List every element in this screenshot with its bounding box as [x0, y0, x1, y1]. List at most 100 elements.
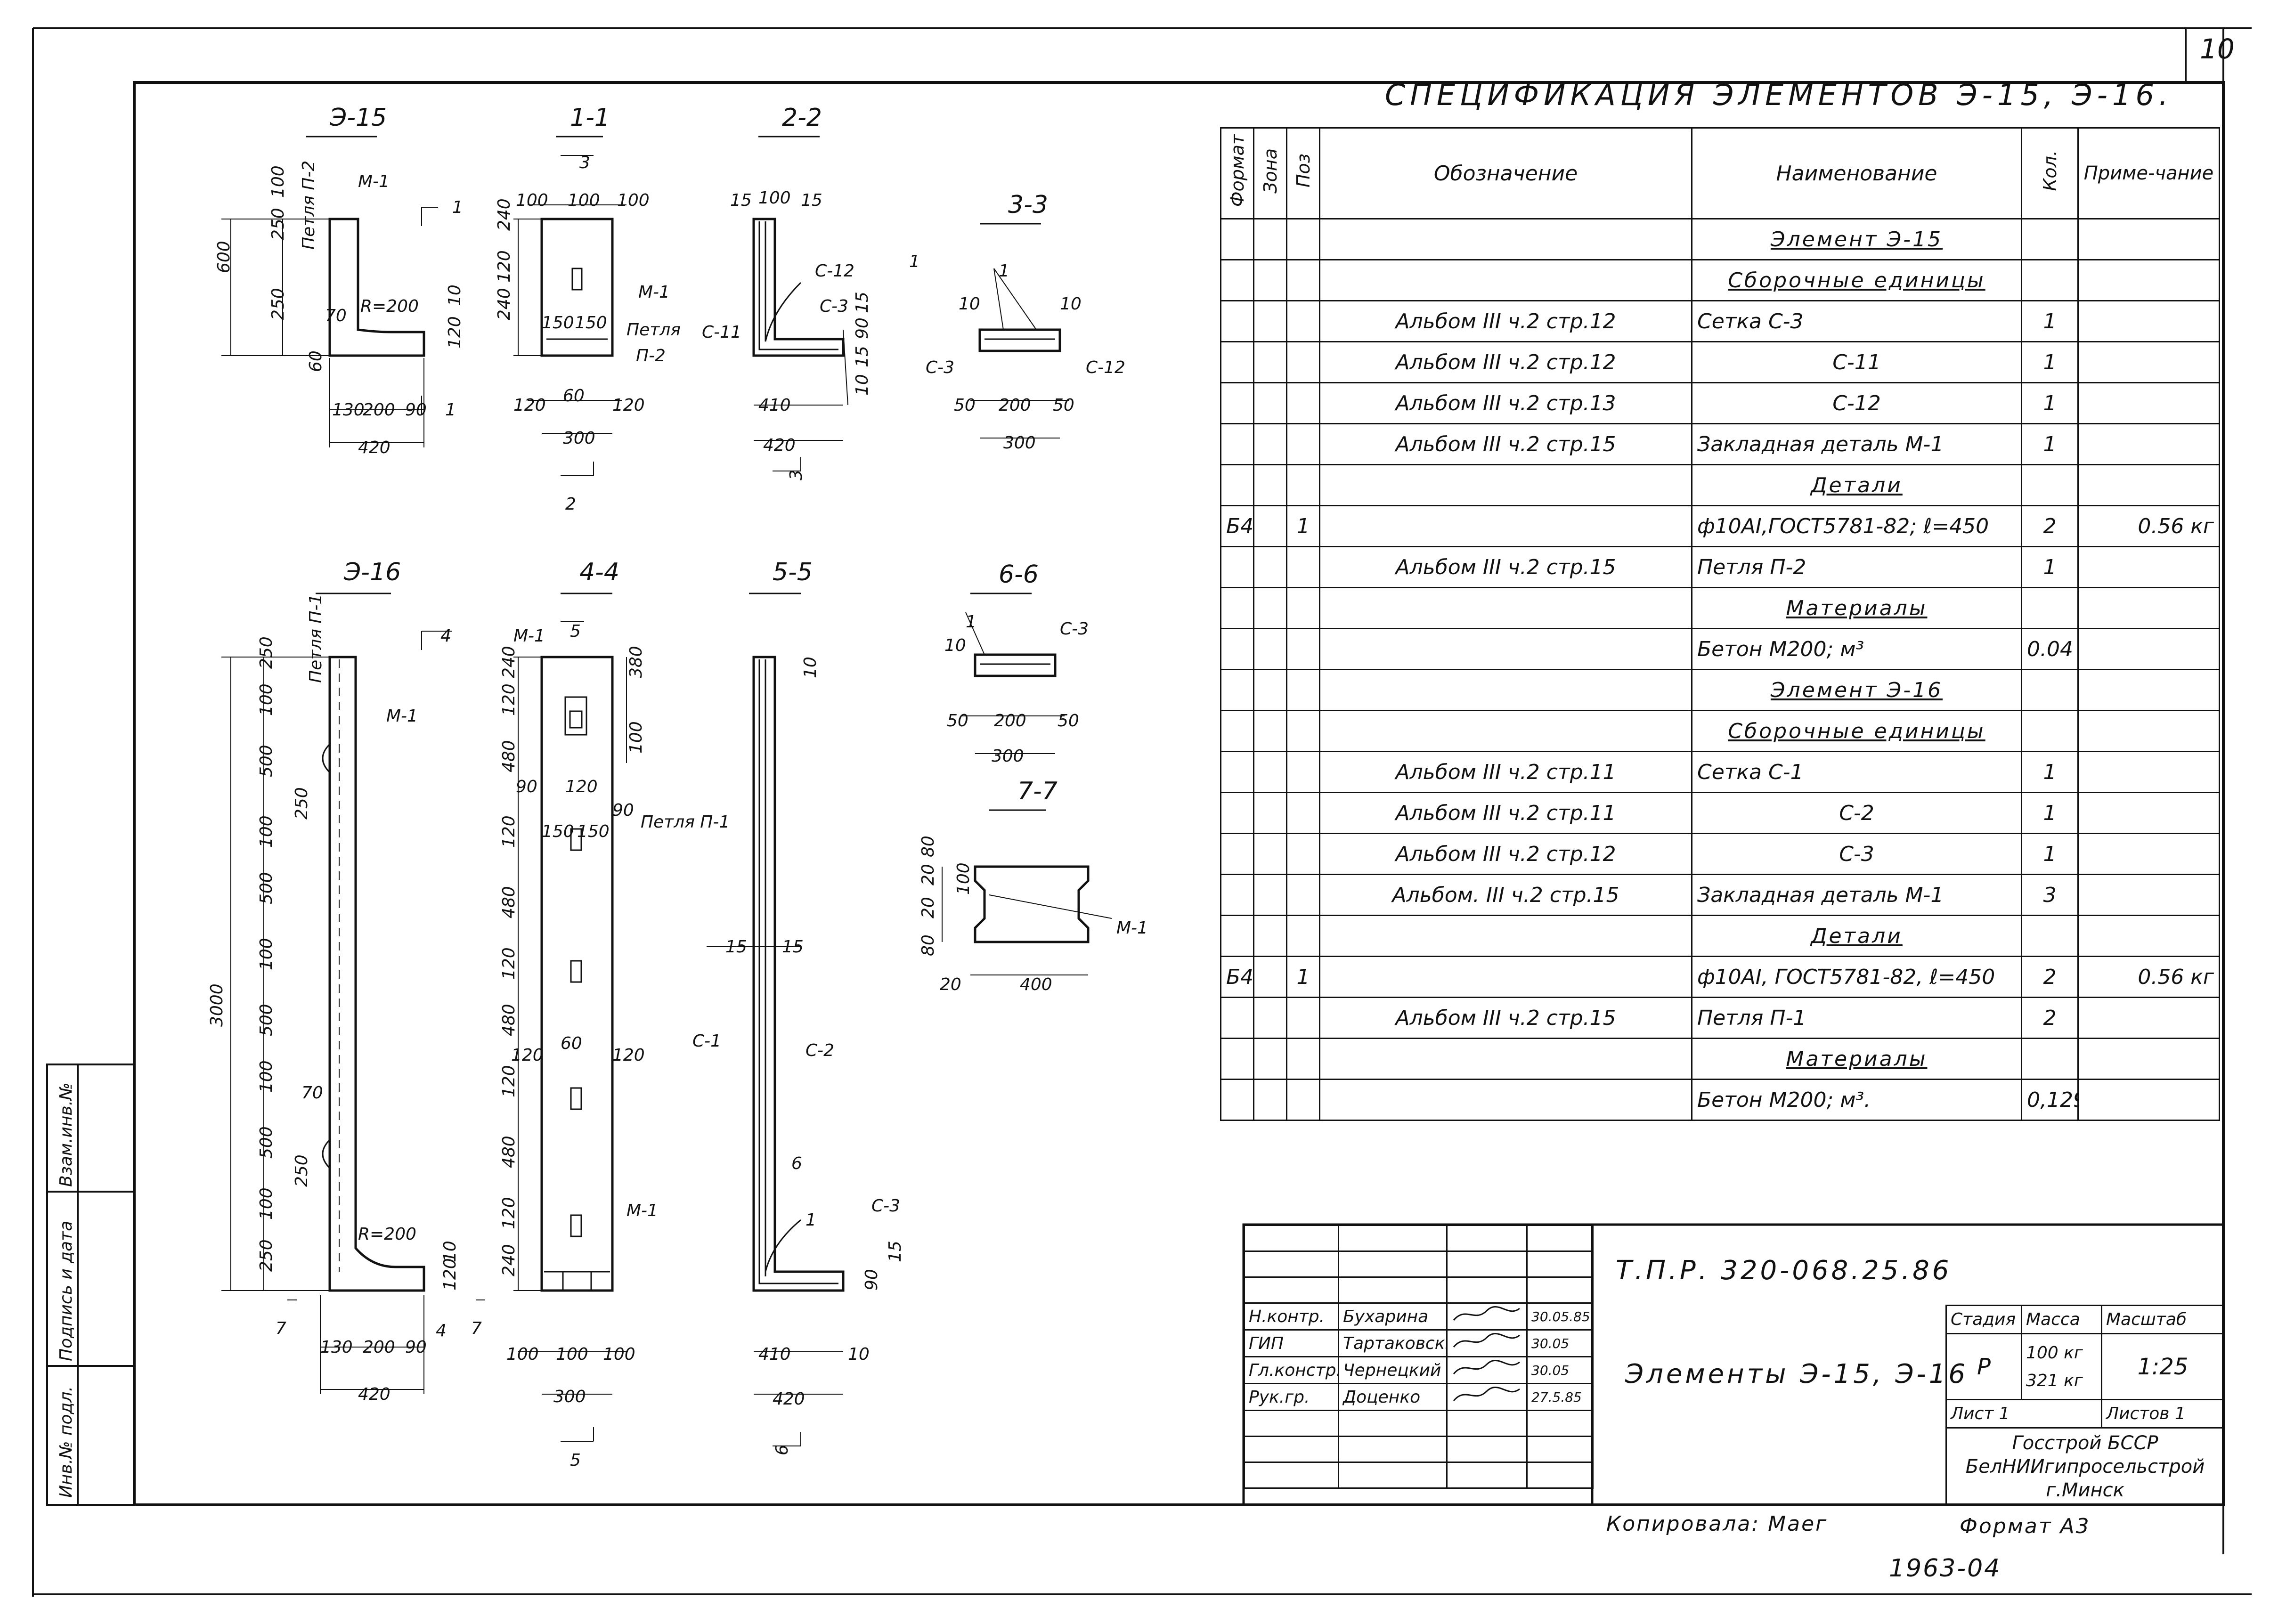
side-stamp-frame — [46, 1064, 135, 1506]
dimension-label: 70 — [325, 306, 347, 325]
spec-section-name: Сборочные единицы — [1691, 710, 2022, 752]
stamp-podpis: Подпись и дата — [57, 1220, 76, 1361]
spec-section-row: Материалы — [1220, 1038, 2220, 1080]
dimension-label: 150 — [577, 822, 610, 841]
spec-title: СПЕЦИФИКАЦИЯ ЭЛЕМЕНТОВ Э-15, Э-16. — [1385, 78, 2173, 112]
spec-format — [1220, 1079, 1254, 1121]
dimension-label: 80 — [919, 836, 938, 857]
org-line-1: Госстрой БССР — [2012, 1432, 2158, 1454]
spec-section-name: Материалы — [1691, 587, 2022, 629]
dimension-label: 100 — [556, 1345, 588, 1364]
dimension-label: 15 — [801, 191, 822, 210]
dimension-label: 60 — [306, 350, 325, 372]
dimension-label: 150 — [542, 822, 574, 841]
spec-designation: Альбом III ч.2 стр.12 — [1319, 341, 1692, 383]
spec-pos: 1 — [1286, 956, 1320, 998]
org-line-3: г.Минск — [2046, 1479, 2124, 1501]
spec-pos — [1286, 792, 1320, 834]
spec-note — [2077, 300, 2220, 342]
dimension-label: 480 — [499, 740, 519, 772]
dimension-label: 15 — [886, 1241, 905, 1262]
signature-mark — [1446, 1302, 1528, 1331]
dimension-label: 90 — [853, 317, 872, 339]
dimension-label: М-1 — [513, 626, 545, 646]
dimension-label: 7 — [471, 1319, 482, 1338]
spec-pos — [1286, 874, 1320, 916]
dimension-label: С-3 — [1060, 619, 1089, 639]
dimension-label: 250 — [257, 636, 276, 669]
dimension-label: 100 — [568, 191, 600, 210]
spec-format — [1220, 751, 1254, 793]
signature-name: Тартаковский — [1338, 1329, 1448, 1357]
spec-section-row: Сборочные единицы — [1220, 710, 2220, 752]
sheet-number: 10 — [2200, 33, 2235, 65]
dimension-label: 120 — [499, 1197, 519, 1229]
header-name: Наименование — [1691, 127, 2022, 219]
dimension-label: 100 — [257, 815, 276, 848]
dimension-label: С-1 — [692, 1031, 722, 1051]
dimension-label: 420 — [763, 436, 796, 455]
spec-note — [2077, 751, 2220, 793]
spec-section-row: Элемент Э-16 — [1220, 669, 2220, 711]
signature-row: ГИПТартаковский30.05 — [1244, 1329, 1594, 1357]
dimension-label: 120 — [499, 947, 519, 980]
dimension-label: 100 — [257, 1060, 276, 1093]
spec-format — [1220, 628, 1254, 670]
dimension-label: 6 — [791, 1154, 802, 1173]
dimension-label: С-2 — [805, 1041, 835, 1060]
dimension-label: 100 — [257, 683, 276, 716]
spec-qty: 1 — [2021, 751, 2079, 793]
spec-note — [2077, 382, 2220, 424]
dimension-label: 10 — [944, 636, 966, 655]
signature-date: 30.05.85 — [1526, 1302, 1594, 1331]
dimension-label: 300 — [553, 1387, 586, 1406]
dimension-label: 100 — [617, 191, 650, 210]
spec-format — [1220, 341, 1254, 383]
dimension-label: М-1 — [626, 1201, 658, 1220]
dimension-label: 3000 — [207, 983, 227, 1027]
spec-note — [2077, 1079, 2220, 1121]
copied-by: Копировала: Маег — [1606, 1512, 1828, 1536]
spec-format: Б4 — [1220, 505, 1254, 547]
dimension-label: 200 — [999, 396, 1031, 415]
dimension-label: 80 — [919, 934, 938, 956]
spec-format: Б4 — [1220, 956, 1254, 998]
spec-section-name: Элемент Э-16 — [1691, 669, 2022, 711]
section-2-2 — [752, 218, 848, 471]
dimension-label: 1 — [445, 400, 456, 420]
mass-value-2: 321 кг — [2026, 1371, 2083, 1390]
spec-designation: Альбом III ч.2 стр.12 — [1319, 833, 1692, 875]
view-title-s44: 4-4 — [579, 558, 619, 586]
dimension-label: 420 — [358, 1385, 391, 1404]
dimension-label: 240 — [499, 1244, 519, 1276]
spec-qty: 1 — [2021, 423, 2079, 465]
spec-designation — [1319, 956, 1692, 998]
dimension-label: 15 — [730, 191, 752, 210]
stamp-inv-podl: Инв.№ подл. — [57, 1386, 76, 1498]
spec-qty: 0,129 — [2021, 1079, 2079, 1121]
dimension-label: П-2 — [636, 346, 666, 365]
dimension-label: 120 — [565, 777, 598, 796]
dimension-label: 1 — [805, 1210, 816, 1230]
scale-label: Масштаб — [2101, 1305, 2225, 1334]
spec-note — [2077, 997, 2220, 1039]
dimension-label: 120 — [612, 1046, 645, 1065]
spec-section-row: Детали — [1220, 915, 2220, 957]
dimension-label: 5 — [570, 622, 581, 641]
signature-role: Н.контр. — [1244, 1302, 1339, 1331]
signature-name: Доценко — [1338, 1383, 1448, 1411]
dimension-label: 400 — [1020, 975, 1052, 994]
spec-section-name: Детали — [1691, 464, 2022, 506]
dimension-label: 5 — [570, 1451, 581, 1470]
mass-label: Масса — [2021, 1305, 2102, 1334]
dimension-label: 120 — [440, 1258, 460, 1291]
section-3-3 — [970, 268, 1069, 438]
spec-section-row: Материалы — [1220, 587, 2220, 629]
handwritten-signature-icon — [1453, 1333, 1520, 1348]
